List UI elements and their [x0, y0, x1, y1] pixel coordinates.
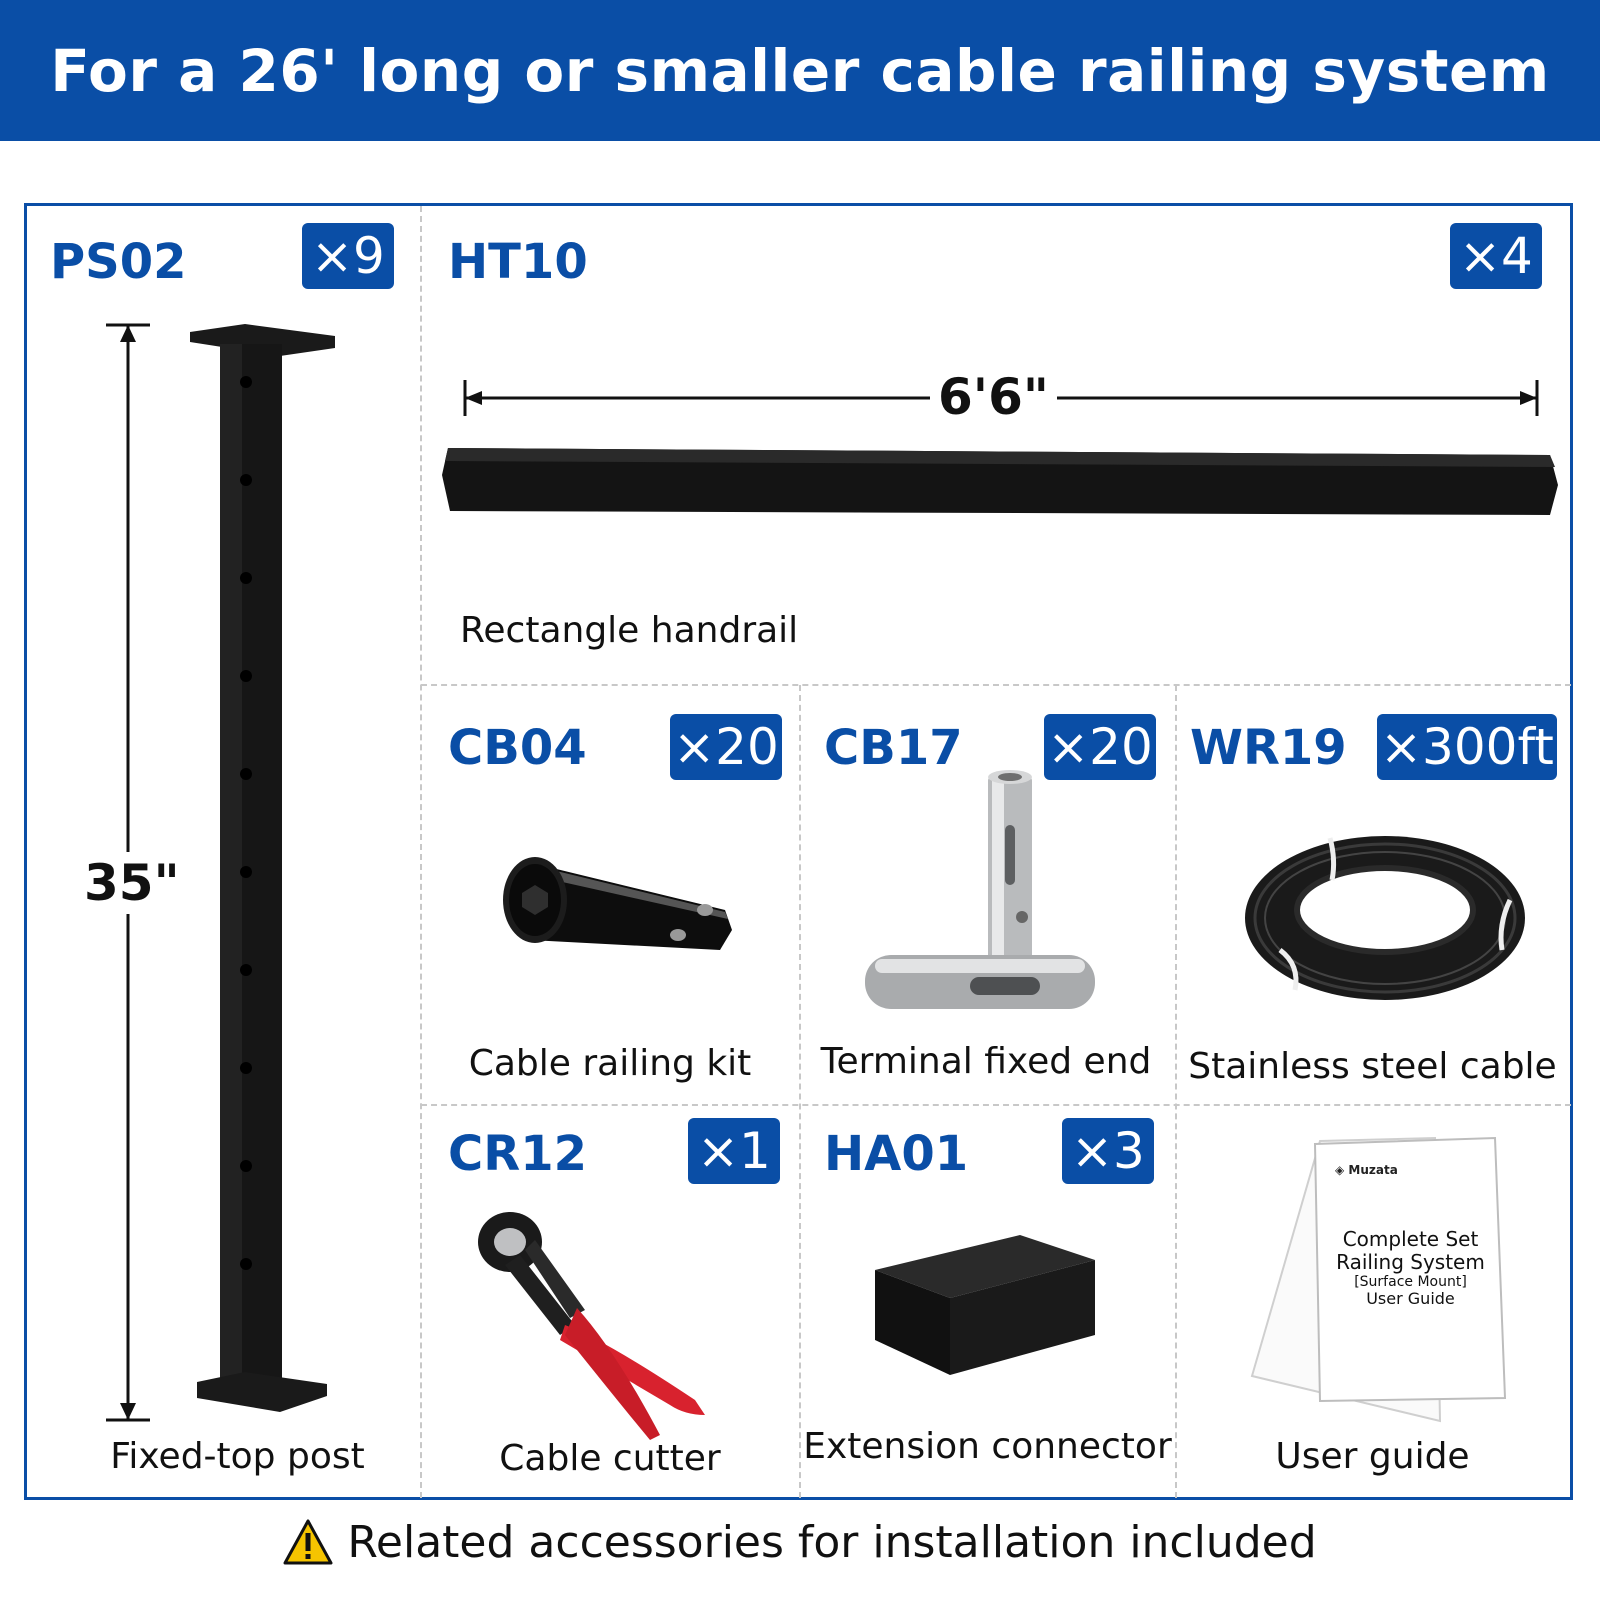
quantity-badge: ×20 [670, 714, 782, 780]
cable-kit-image [503, 857, 732, 950]
guide-brand: ◈ Muzata [1335, 1163, 1398, 1177]
connector-block-image [875, 1235, 1095, 1375]
item-code: CR12 [448, 1126, 587, 1182]
footer-note: Related accessories for installation inc… [0, 1512, 1600, 1572]
header-banner: For a 26' long or smaller cable railing … [0, 0, 1600, 141]
item-code: HA01 [824, 1126, 969, 1182]
quantity-badge: ×1 [688, 1118, 780, 1184]
item-label: Extension connector [803, 1426, 1172, 1467]
user-guide-image [1250, 1136, 1507, 1423]
quantity-badge: ×300ft [1377, 714, 1557, 780]
quantity-badge: ×9 [302, 223, 394, 289]
quantity-badge: ×20 [1044, 714, 1156, 780]
divider [420, 206, 422, 1498]
item-code: WR19 [1190, 720, 1347, 776]
page-title: For a 26' long or smaller cable railing … [50, 36, 1550, 105]
divider [421, 684, 1571, 686]
handrail-image [442, 448, 1558, 515]
quantity-badge: ×3 [1062, 1118, 1154, 1184]
terminal-end-image [865, 770, 1095, 1009]
item-label: Rectangle handrail [460, 610, 799, 651]
item-label: Terminal fixed end [820, 1041, 1152, 1082]
item-code: CB04 [448, 720, 587, 776]
item-label: Fixed-top post [110, 1436, 365, 1477]
item-label: Stainless steel cable [1188, 1046, 1557, 1087]
divider [1175, 685, 1177, 1498]
guide-cover-text: Complete Set Railing System [Surface Mou… [1336, 1227, 1485, 1309]
length-value: 6'6" [930, 372, 1057, 422]
item-label: Cable railing kit [468, 1043, 752, 1084]
divider [421, 1104, 1571, 1106]
item-label: Cable cutter [499, 1438, 721, 1479]
components-grid [24, 203, 1573, 1500]
item-code: CB17 [824, 720, 963, 776]
post-image [190, 324, 335, 1412]
quantity-badge: ×4 [1450, 223, 1542, 289]
height-value: 35" [84, 852, 180, 914]
item-code: HT10 [448, 234, 588, 290]
warning-icon [283, 1519, 333, 1565]
brand-logo-icon: ◈ [1335, 1163, 1345, 1177]
cable-cutter-image [478, 1212, 705, 1440]
cable-coil-image [1245, 836, 1525, 1000]
item-code: PS02 [50, 234, 187, 290]
item-label: User guide [1275, 1436, 1470, 1477]
footer-text: Related accessories for installation inc… [347, 1516, 1317, 1568]
divider [799, 685, 801, 1498]
